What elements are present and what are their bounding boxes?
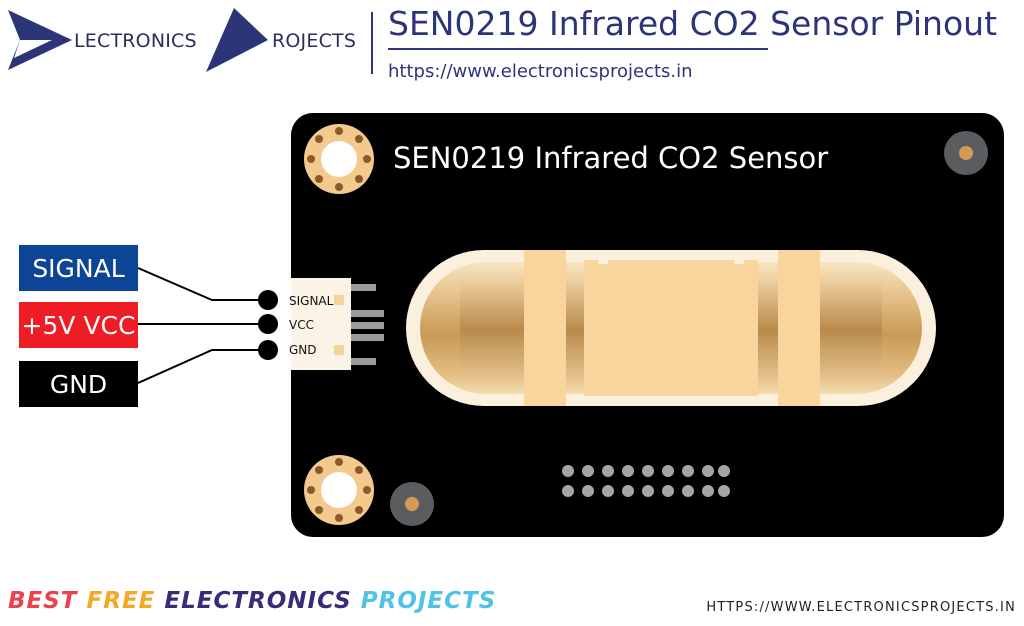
jst-connector xyxy=(291,278,384,370)
screw-bottom-left xyxy=(390,482,434,526)
pin-header-pads xyxy=(562,465,730,497)
brand-logo xyxy=(8,8,268,72)
gnd-pin-dot xyxy=(258,340,278,360)
pin-label-vcc: +5V VCC xyxy=(19,302,138,348)
mounting-hole-bottom-left xyxy=(304,455,374,525)
header-divider xyxy=(371,12,373,74)
board-title: SEN0219 Infrared CO2 Sensor xyxy=(393,141,829,175)
connector-label-vcc: VCC xyxy=(289,318,314,332)
logo-word-electronics: LECTRONICS xyxy=(74,30,197,52)
footer-brand-word: FREE xyxy=(86,588,156,614)
page-title: SEN0219 Infrared CO2 Sensor Pinout xyxy=(388,4,998,43)
footer-url: HTTPS://WWW.ELECTRONICSPROJECTS.IN xyxy=(706,600,1016,615)
connector-label-signal: SIGNAL xyxy=(289,294,334,308)
signal-pin-dot xyxy=(258,290,278,310)
connector-label-gnd: GND xyxy=(289,343,317,357)
logo-p-mark-icon xyxy=(206,8,268,72)
footer-brand-word: PROJECTS xyxy=(360,588,497,614)
pin-label-gnd: GND xyxy=(19,361,138,407)
header-url: https://www.electronicsprojects.in xyxy=(388,61,693,82)
screw-top-right xyxy=(944,131,988,175)
vcc-pin-dot xyxy=(258,314,278,334)
pin-label-signal: SIGNAL xyxy=(19,245,138,291)
pin-wires xyxy=(137,267,268,384)
signal-wire xyxy=(137,267,268,301)
footer-brand: BEST FREE ELECTRONICS PROJECTS xyxy=(8,588,496,614)
pin-dots xyxy=(258,290,278,360)
footer-brand-word: ELECTRONICS xyxy=(164,588,352,614)
gnd-wire xyxy=(137,349,268,384)
ndir-sensor-module xyxy=(406,250,936,406)
title-underline xyxy=(388,48,768,50)
footer-brand-word: BEST xyxy=(8,588,78,614)
mounting-hole-top-left xyxy=(304,124,374,194)
logo-word-projects: ROJECTS xyxy=(272,30,357,52)
